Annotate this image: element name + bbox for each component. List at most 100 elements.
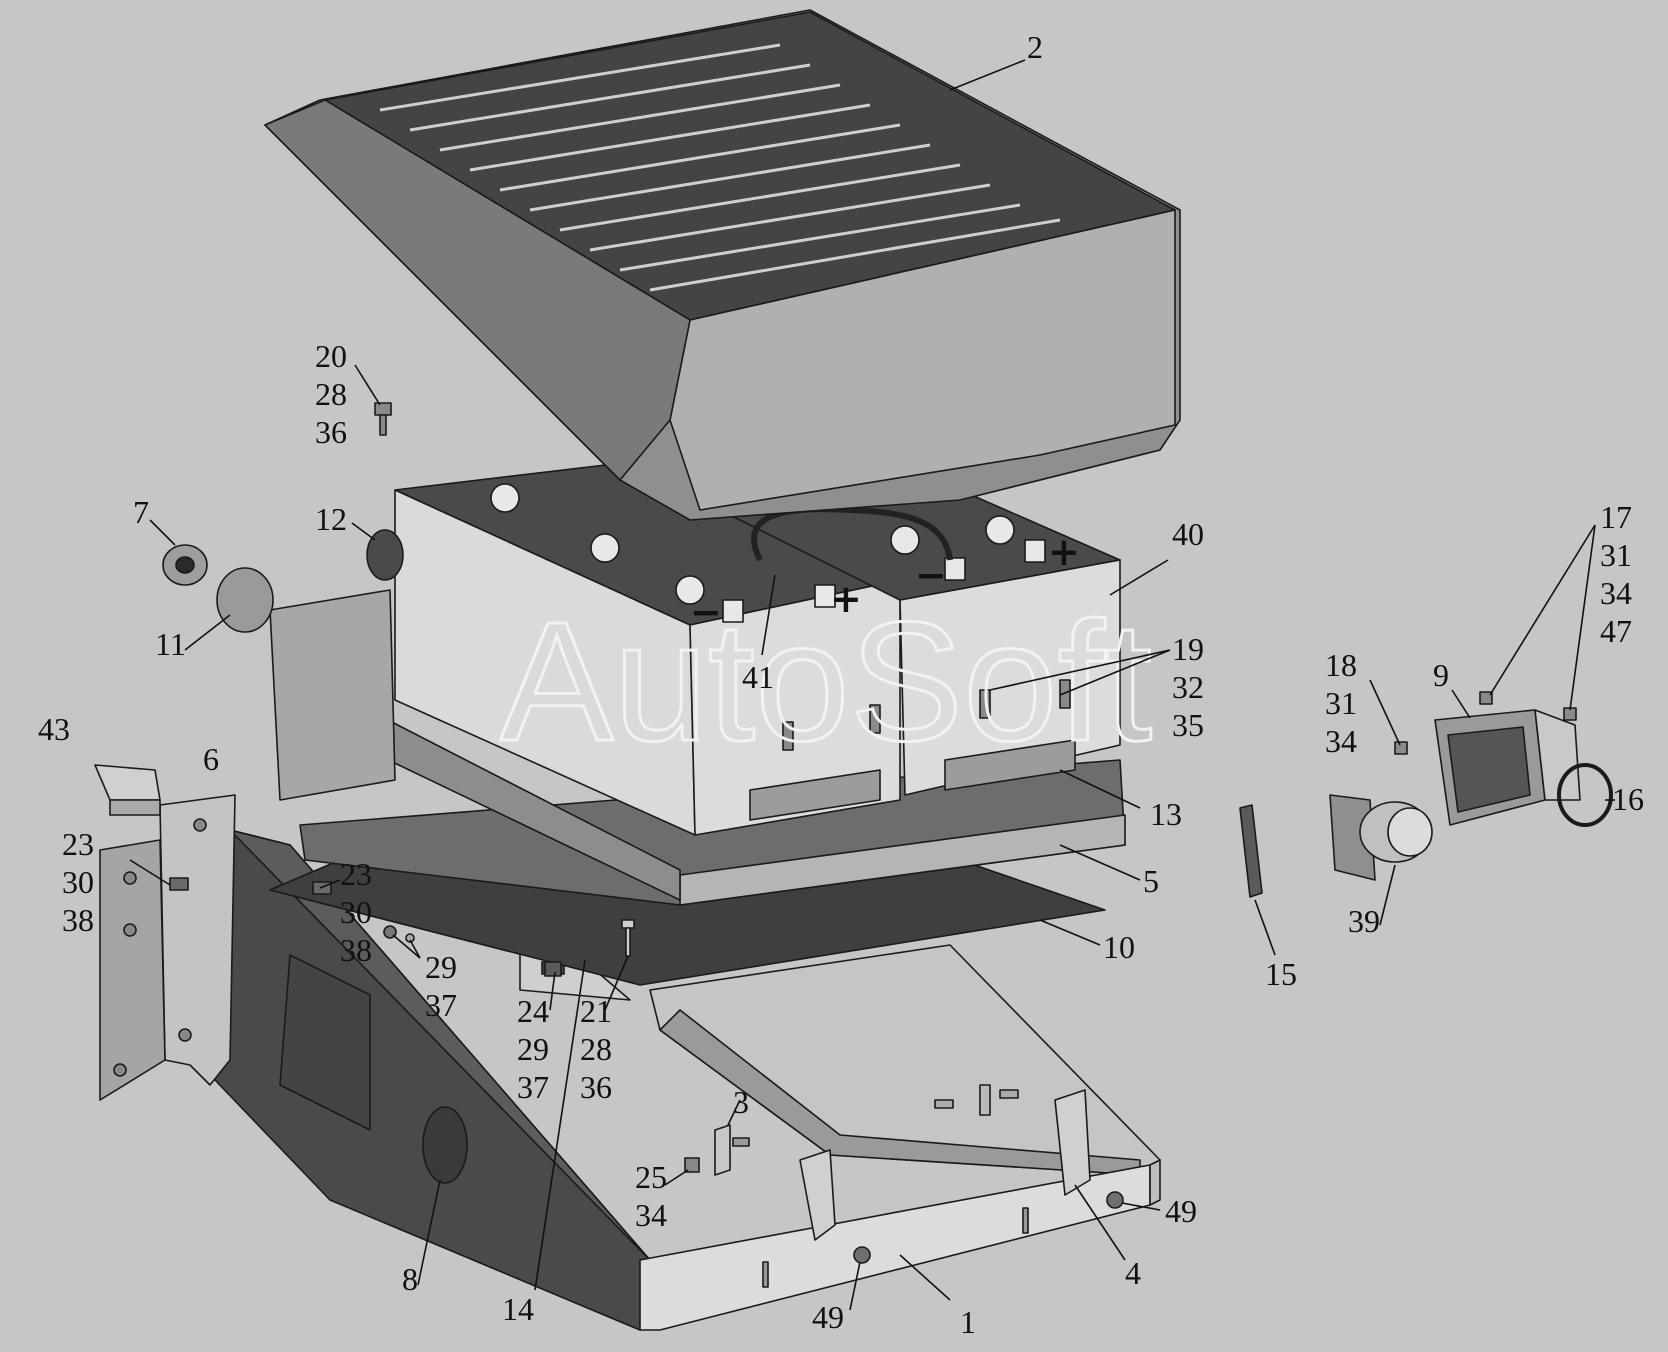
callout-6-line-1: 6 xyxy=(203,741,219,777)
callout-20: 20 28 36 xyxy=(315,338,347,450)
callout-19-line-2: 32 xyxy=(1172,669,1204,705)
callout-6: 6 xyxy=(203,741,219,777)
bolt-20 xyxy=(374,402,392,436)
battery-right xyxy=(719,489,1121,796)
callout-43-line-1: 43 xyxy=(38,711,70,747)
callout-23-left-line-3: 38 xyxy=(62,902,94,938)
callout-23-mid-line-3: 38 xyxy=(340,932,372,968)
strap-3 xyxy=(714,1124,750,1176)
bolt-25 xyxy=(684,1157,700,1173)
callout-40: 40 xyxy=(1172,516,1204,552)
strip-15 xyxy=(1239,804,1263,898)
callout-20-line-3: 36 xyxy=(315,414,347,450)
callout-23-left: 23 30 38 xyxy=(62,826,94,938)
callout-21-line-2: 28 xyxy=(580,1031,612,1067)
battery-terminal-minus-left: − xyxy=(690,590,722,634)
callout-49-bottom-line-1: 49 xyxy=(812,1299,844,1335)
callout-21: 21 28 36 xyxy=(580,993,612,1105)
callout-23-mid-line-1: 23 xyxy=(340,856,372,892)
battery-terminals xyxy=(490,483,1046,623)
callout-18-line-3: 34 xyxy=(1325,723,1357,759)
callout-4-line-1: 4 xyxy=(1125,1255,1141,1291)
callout-43: 43 xyxy=(38,711,70,747)
cap-11 xyxy=(216,567,274,633)
callout-18: 18 31 34 xyxy=(1325,647,1357,759)
callout-39: 39 xyxy=(1348,903,1380,939)
callout-24: 24 29 37 xyxy=(517,993,549,1105)
callout-25: 25 34 xyxy=(635,1159,667,1233)
callout-3: 3 xyxy=(733,1084,749,1120)
callout-49-right-line-1: 49 xyxy=(1165,1193,1197,1229)
callout-29-line-2: 37 xyxy=(425,987,457,1023)
callout-41: 41 xyxy=(742,659,774,695)
callout-8-line-1: 8 xyxy=(402,1261,418,1297)
callout-49-right: 49 xyxy=(1165,1193,1197,1229)
callout-18-line-2: 31 xyxy=(1325,685,1357,721)
callout-49-bottom: 49 xyxy=(812,1299,844,1335)
housing-9 xyxy=(1434,709,1581,826)
callout-1-line-1: 1 xyxy=(960,1304,976,1340)
cable-41 xyxy=(751,506,953,562)
callout-7: 7 xyxy=(133,494,149,530)
callout-17-line-1: 17 xyxy=(1600,499,1632,535)
battery-housing xyxy=(269,589,396,801)
clamp-16 xyxy=(1557,763,1613,827)
washer-7 xyxy=(162,544,208,586)
watermark: AutoSoft xyxy=(500,587,1152,777)
relay-39 xyxy=(1329,794,1433,881)
callout-19-line-3: 35 xyxy=(1172,707,1204,743)
callout-3-line-1: 3 xyxy=(733,1084,749,1120)
callout-17-line-2: 31 xyxy=(1600,537,1632,573)
callout-17-line-3: 34 xyxy=(1600,575,1632,611)
callout-20-line-2: 28 xyxy=(315,376,347,412)
callout-16-line-1: 16 xyxy=(1612,781,1644,817)
callout-23-left-line-1: 23 xyxy=(62,826,94,862)
cap-12 xyxy=(366,529,404,581)
callout-25-line-2: 34 xyxy=(635,1197,667,1233)
callout-12-line-1: 12 xyxy=(315,501,347,537)
callout-14: 14 xyxy=(502,1291,534,1327)
battery-terminal-plus-right: + xyxy=(1048,530,1080,574)
callout-25-line-1: 25 xyxy=(635,1159,667,1195)
plate-43 xyxy=(94,764,161,816)
callout-21-line-1: 21 xyxy=(580,993,612,1029)
callout-39-line-1: 39 xyxy=(1348,903,1380,939)
callout-9: 9 xyxy=(1433,657,1449,693)
callout-15: 15 xyxy=(1265,956,1297,992)
cover-vent-slots xyxy=(379,43,1061,292)
cover-2 xyxy=(264,9,1181,521)
callout-15-line-1: 15 xyxy=(1265,956,1297,992)
callout-17: 17 31 34 47 xyxy=(1600,499,1632,649)
callout-13-line-1: 13 xyxy=(1150,796,1182,832)
callout-19: 19 32 35 xyxy=(1172,631,1204,743)
callout-2-line-1: 2 xyxy=(1027,29,1043,65)
callout-17-line-4: 47 xyxy=(1600,613,1632,649)
callout-9-line-1: 9 xyxy=(1433,657,1449,693)
leader-lines xyxy=(129,59,1615,1311)
callout-11-line-1: 11 xyxy=(155,626,186,662)
callout-29: 29 37 xyxy=(425,949,457,1023)
nuts-29 xyxy=(383,925,415,943)
callout-19-line-1: 19 xyxy=(1172,631,1204,667)
callout-24-line-2: 29 xyxy=(517,1031,549,1067)
callout-11: 11 xyxy=(155,626,186,662)
screw-18 xyxy=(1394,741,1408,755)
callout-24-line-3: 37 xyxy=(517,1069,549,1105)
callout-10: 10 xyxy=(1103,929,1135,965)
callout-1: 1 xyxy=(960,1304,976,1340)
battery-terminal-minus-right: − xyxy=(915,553,947,597)
bolts-19 xyxy=(782,679,1071,751)
battery-terminal-plus-left: + xyxy=(830,577,862,621)
callout-18-line-1: 18 xyxy=(1325,647,1357,683)
callout-23-mid-line-2: 30 xyxy=(340,894,372,930)
callout-2: 2 xyxy=(1027,29,1043,65)
callout-40-line-1: 40 xyxy=(1172,516,1204,552)
callout-13: 13 xyxy=(1150,796,1182,832)
screws-17 xyxy=(1479,691,1577,721)
callout-24-line-1: 24 xyxy=(517,993,549,1029)
callout-21-line-3: 36 xyxy=(580,1069,612,1105)
bolt-24 xyxy=(544,961,562,977)
cradle-frame-1 xyxy=(214,829,1161,1331)
callout-16: 16 xyxy=(1612,781,1644,817)
